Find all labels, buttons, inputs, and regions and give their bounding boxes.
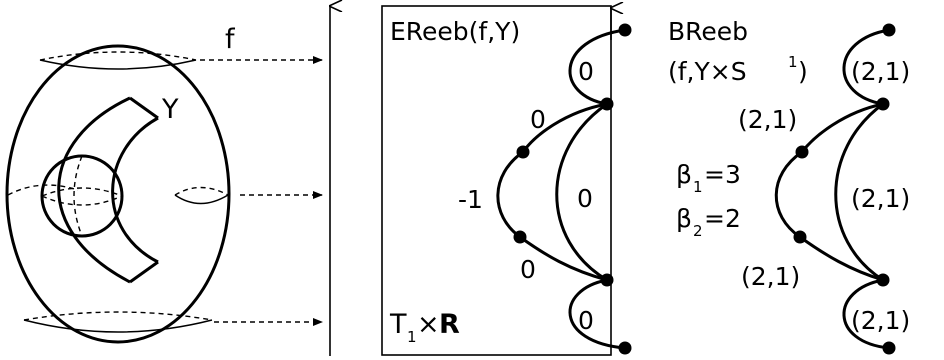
map-label-f: f (225, 24, 236, 55)
breeb-edge-inner-arc (834, 102, 884, 282)
breeb-vertex-lower (876, 273, 890, 287)
bottom-slice-back (23, 311, 213, 321)
top-slice-front (39, 59, 197, 70)
breeb-title-pre: (f,Y×S (668, 57, 747, 86)
breeb-edge-label: (2,1) (741, 262, 800, 291)
space-label-main: T (389, 309, 407, 340)
ereeb-vertex-left-top (516, 145, 530, 159)
breeb-title-line1: BReeb (668, 17, 748, 46)
handle-inner (111, 116, 159, 264)
breeb-vertex-top (882, 23, 896, 37)
middle-slice-front (174, 194, 229, 205)
breeb-edge-label: (2,1) (738, 105, 797, 134)
breeb-edge-top-loop (842, 28, 890, 106)
ereeb-vertex-upper (600, 97, 614, 111)
breeb-edge-upper-left (800, 102, 884, 153)
ereeb-edge-label: -1 (458, 185, 483, 214)
ereeb-frame (381, 5, 612, 356)
space-label-bold: R (439, 309, 460, 340)
ereeb-edge-label: 0 (577, 184, 593, 213)
bottom-slice-front (23, 319, 213, 333)
breeb-edge-label: (2,1) (851, 184, 910, 213)
ereeb-edge-label: 0 (530, 105, 546, 134)
breeb-edge-label: (2,1) (851, 57, 910, 86)
handle-bottom-cap (129, 260, 159, 284)
breeb-edge-left-arc (774, 150, 803, 239)
inner-sphere (40, 154, 124, 238)
breeb-vertex-upper (876, 97, 890, 111)
surface-figure: Y f (5, 6, 330, 356)
outer-surface (5, 44, 231, 344)
ereeb-figure: EReeb(f,Y) 0 0 -1 0 0 0 T 1 × R (381, 5, 632, 356)
beta2-eq: =2 (704, 204, 741, 233)
breeb-vertex-bottom (882, 341, 896, 355)
breeb-figure: BReeb (f,Y×S 1 ) (2,1) (2,1) (2,1) (2,1)… (668, 17, 910, 355)
beta1-eq: =3 (704, 160, 741, 189)
ereeb-edge-label: 0 (578, 57, 594, 86)
middle-slice-back-right (174, 186, 229, 196)
sphere-meridian (73, 155, 83, 237)
ereeb-vertex-left-bottom (513, 230, 527, 244)
ereeb-edge-lower-left (519, 235, 608, 282)
space-label-times: × (417, 309, 440, 340)
ereeb-edge-inner-arc (555, 102, 608, 282)
ereeb-edge-left-arc (496, 150, 524, 239)
beta1-symbol: β (676, 160, 692, 189)
handle-outer (57, 96, 131, 284)
ereeb-edge-bottom-loop (568, 278, 626, 350)
ereeb-vertex-bottom (618, 341, 632, 355)
ereeb-edge-label: 0 (520, 255, 536, 284)
breeb-vertex-left-top (795, 145, 809, 159)
breeb-vertex-left-bottom (793, 230, 807, 244)
beta2-symbol: β (676, 204, 692, 233)
space-label-sub: 1 (407, 328, 417, 346)
ereeb-space-label: T 1 × R (389, 309, 460, 346)
beta2-sub: 2 (693, 222, 703, 240)
ereeb-vertex-top (618, 23, 632, 37)
ereeb-edge-label: 0 (578, 306, 594, 335)
ereeb-vertex-lower (600, 273, 614, 287)
ereeb-edge-top-loop (568, 28, 626, 106)
handle-top-cap (129, 96, 159, 120)
beta1-sub: 1 (693, 178, 703, 196)
ereeb-title: EReeb(f,Y) (390, 17, 520, 46)
breeb-edge-label: (2,1) (851, 306, 910, 335)
sphere-equator (41, 187, 123, 206)
ereeb-edge-upper-left (521, 102, 608, 153)
top-slice-back (39, 51, 197, 61)
breeb-edge-lower-left (799, 235, 884, 282)
beta1-label: β 1 =3 (676, 160, 741, 196)
beta2-label: β 2 =2 (676, 204, 741, 240)
breeb-title-post: ) (798, 57, 808, 86)
breeb-title-line2: (f,Y×S 1 ) (668, 53, 808, 86)
surface-label-y: Y (161, 94, 179, 125)
breeb-title-sup: 1 (788, 53, 798, 71)
breeb-edge-bottom-loop (842, 278, 890, 350)
